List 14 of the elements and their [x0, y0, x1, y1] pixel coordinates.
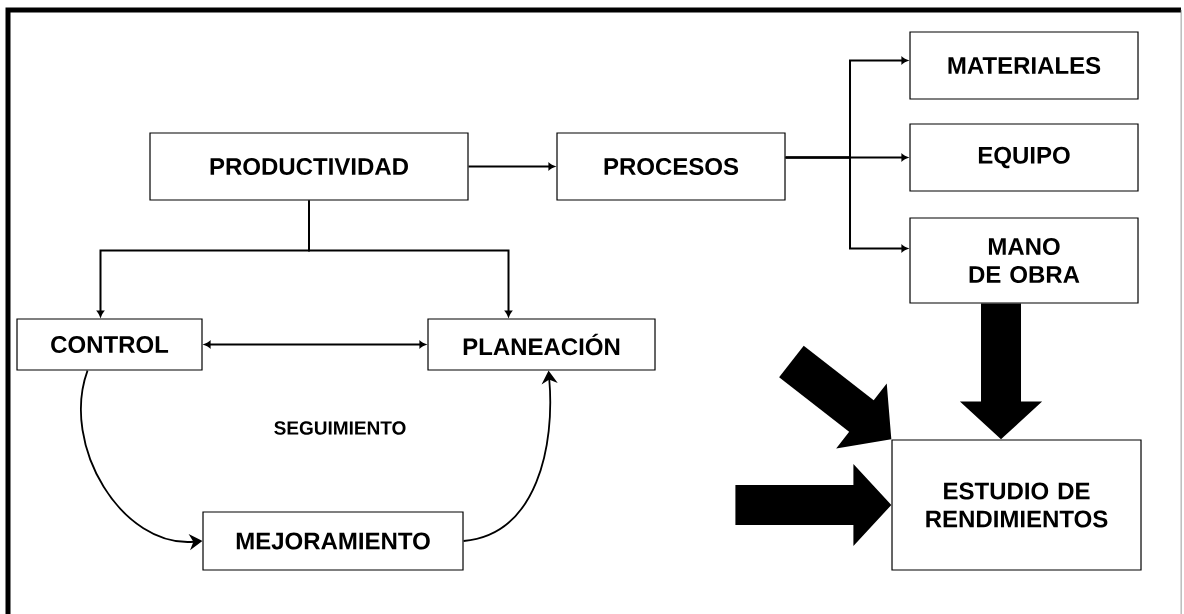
process-box: MANO DE OBRA [909, 217, 1139, 304]
process-box: PLANEACIÓN [427, 318, 656, 371]
process-box: PRODUCTIVIDAD [149, 132, 469, 201]
arrow [467, 162, 555, 171]
process-box: CONTROL [16, 318, 203, 371]
process-box: PROCESOS [556, 132, 786, 201]
process-box: EQUIPO [909, 123, 1139, 192]
process-box: MATERIALES [909, 31, 1139, 100]
process-box: MEJORAMIENTO [202, 511, 464, 571]
arrow [308, 199, 513, 317]
arrow [784, 156, 908, 253]
process-box: ESTUDIO DE RENDIMIENTOS [891, 439, 1142, 571]
annotation-text: SEGUIMIENTO [274, 421, 406, 435]
arrow [204, 340, 426, 349]
